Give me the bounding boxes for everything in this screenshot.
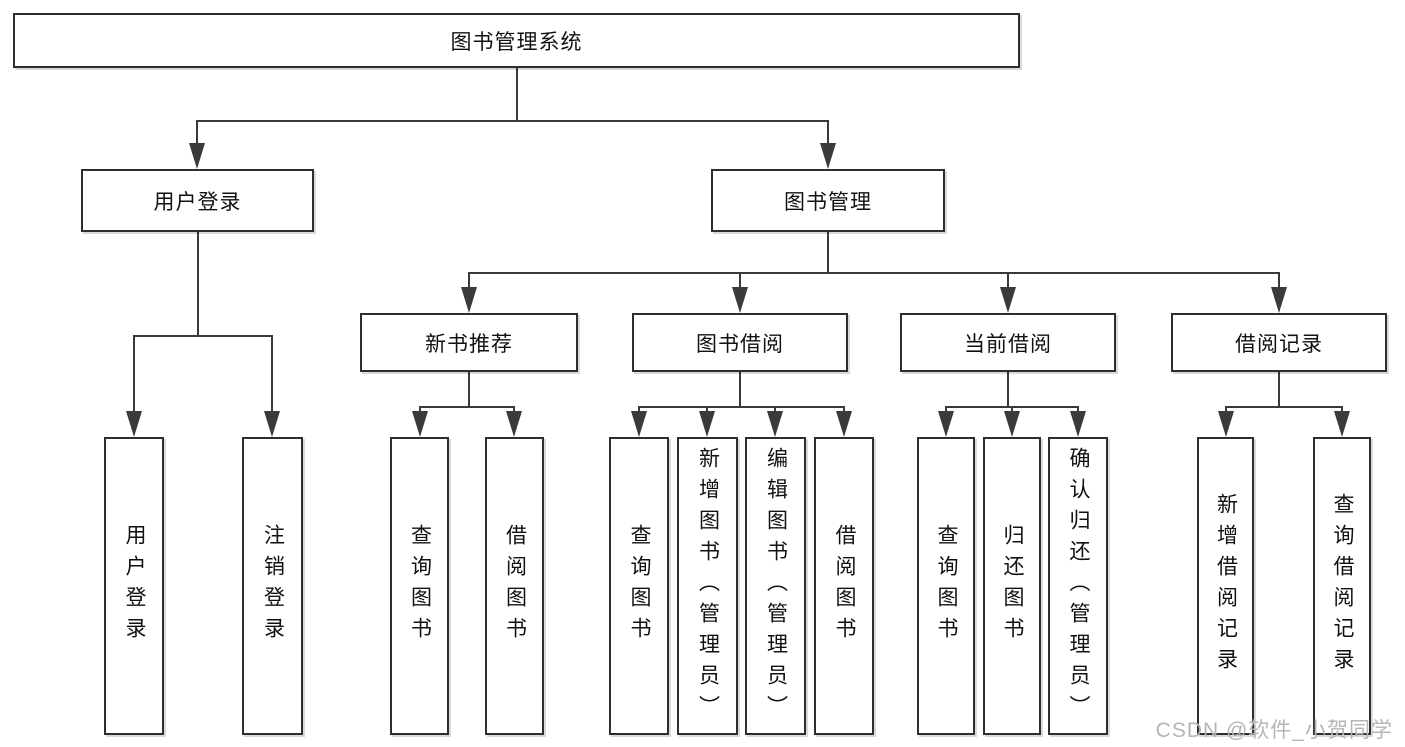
connector-line <box>945 406 947 415</box>
connector-line <box>197 232 199 336</box>
connector-line <box>774 406 776 415</box>
connector-line <box>468 272 470 290</box>
node-new-book-recommend: 新书推荐 <box>360 313 578 372</box>
leaf-borrow-books: 借阅图书 <box>814 437 874 735</box>
leaf-query-books-borrow: 查询图书 <box>609 437 669 735</box>
arrowhead-down-icon <box>938 411 954 437</box>
leaf-return-book: 归还图书 <box>983 437 1041 735</box>
leaf-label: 归还图书 <box>1001 524 1024 648</box>
connector-line <box>1341 406 1343 415</box>
arrowhead-down-icon <box>1070 411 1086 437</box>
arrowhead-down-icon <box>412 411 428 437</box>
node-label: 借阅记录 <box>1235 332 1323 356</box>
connector-line <box>271 335 273 415</box>
arrowhead-down-icon <box>1004 411 1020 437</box>
leaf-query-books-recommend: 查询图书 <box>390 437 449 735</box>
connector-line <box>468 272 1279 274</box>
leaf-label: 用户登录 <box>123 524 146 648</box>
leaf-label: 查询图书 <box>408 524 432 648</box>
node-label: 新书推荐 <box>425 332 513 356</box>
arrowhead-down-icon <box>836 411 852 437</box>
connector-line <box>196 120 198 150</box>
arrowhead-down-icon <box>461 287 477 313</box>
leaf-label: 新增借阅记录 <box>1214 493 1238 679</box>
connector-line <box>1225 406 1227 415</box>
leaf-edit-book-admin: 编辑图书（管理员） <box>745 437 806 735</box>
node-label: 图书管理 <box>784 190 872 214</box>
arrowhead-down-icon <box>264 411 280 437</box>
leaf-logout: 注销登录 <box>242 437 303 735</box>
arrowhead-down-icon <box>699 411 715 437</box>
connector-line <box>739 272 741 290</box>
connector-line <box>1007 372 1009 407</box>
node-book-borrow: 图书借阅 <box>632 313 848 372</box>
node-library-system: 图书管理系统 <box>13 13 1020 68</box>
leaf-query-books-current: 查询图书 <box>917 437 975 735</box>
connector-line <box>196 120 829 122</box>
connector-line <box>827 120 829 150</box>
arrowhead-down-icon <box>1000 287 1016 313</box>
leaf-label: 确认归还（管理员） <box>1067 446 1090 726</box>
node-book-management: 图书管理 <box>711 169 945 232</box>
node-label: 图书管理系统 <box>450 30 583 54</box>
arrowhead-down-icon <box>189 143 205 169</box>
connector-line <box>827 232 829 273</box>
arrowhead-down-icon <box>767 411 783 437</box>
leaf-add-borrow-record: 新增借阅记录 <box>1197 437 1254 735</box>
arrowhead-down-icon <box>506 411 522 437</box>
connector-line <box>133 335 273 337</box>
connector-line <box>1278 272 1280 290</box>
connector-line <box>516 68 518 120</box>
connector-line <box>706 406 708 415</box>
leaf-label: 注销登录 <box>261 524 285 648</box>
leaf-label: 借阅图书 <box>503 524 527 648</box>
connector-line <box>468 372 470 407</box>
leaf-label: 查询图书 <box>935 524 958 648</box>
leaf-borrow-books-recommend: 借阅图书 <box>485 437 544 735</box>
connector-line <box>1011 406 1013 415</box>
csdn-watermark: CSDN @软件_小贺同学 <box>1155 719 1393 742</box>
arrowhead-down-icon <box>1334 411 1350 437</box>
connector-line <box>513 406 515 415</box>
arrowhead-down-icon <box>126 411 142 437</box>
leaf-label: 借阅图书 <box>833 524 856 648</box>
leaf-label: 编辑图书（管理员） <box>764 446 788 726</box>
connector-line <box>419 406 515 408</box>
arrowhead-down-icon <box>1218 411 1234 437</box>
connector-line <box>843 406 845 415</box>
arrowhead-down-icon <box>732 287 748 313</box>
leaf-label: 查询图书 <box>628 524 651 648</box>
connector-line <box>1077 406 1079 415</box>
arrowhead-down-icon <box>820 143 836 169</box>
node-borrow-records: 借阅记录 <box>1171 313 1387 372</box>
leaf-user-login: 用户登录 <box>104 437 164 735</box>
connector-line <box>419 406 421 415</box>
leaf-confirm-return-admin: 确认归还（管理员） <box>1048 437 1108 735</box>
connector-line <box>638 406 640 415</box>
arrowhead-down-icon <box>1271 287 1287 313</box>
node-label: 当前借阅 <box>964 332 1052 356</box>
connector-line <box>638 406 844 408</box>
arrowhead-down-icon <box>631 411 647 437</box>
node-current-borrow: 当前借阅 <box>900 313 1116 372</box>
leaf-add-book-admin: 新增图书（管理员） <box>677 437 738 735</box>
node-user-login: 用户登录 <box>81 169 314 232</box>
leaf-label: 新增图书（管理员） <box>696 446 720 726</box>
connector-line <box>1007 272 1009 290</box>
node-label: 用户登录 <box>153 190 242 214</box>
connector-line <box>1278 372 1280 407</box>
leaf-label: 查询借阅记录 <box>1331 493 1354 679</box>
node-label: 图书借阅 <box>696 332 784 356</box>
connector-line <box>133 335 135 415</box>
connector-line <box>1225 406 1342 408</box>
leaf-query-borrow-record: 查询借阅记录 <box>1313 437 1371 735</box>
connector-line <box>739 372 741 407</box>
